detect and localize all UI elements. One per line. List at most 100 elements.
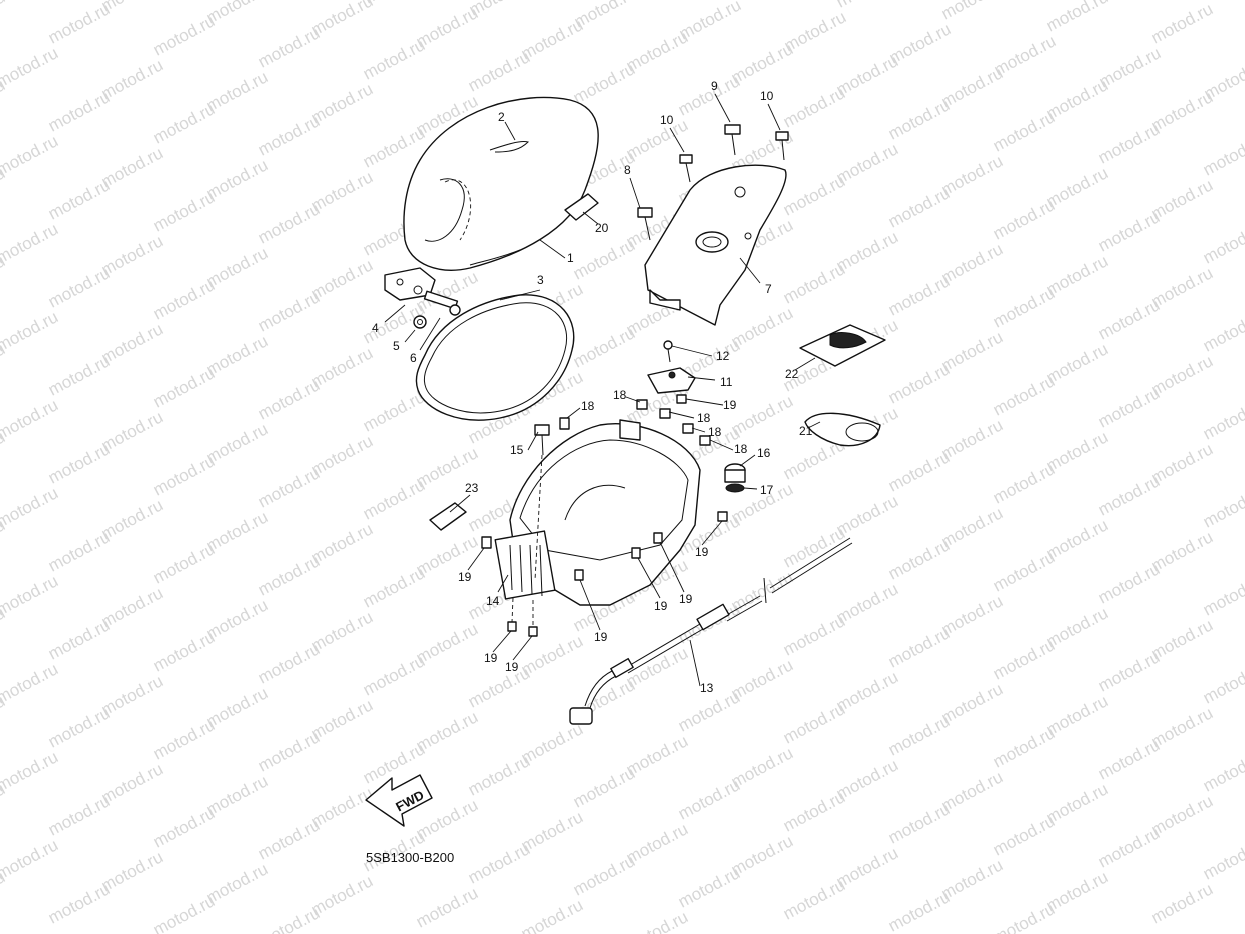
watermark-text: motod.ru [1148, 0, 1216, 48]
callout-23: 23 [465, 481, 479, 495]
watermark-text: motod.ru [675, 71, 743, 119]
watermark-text: motod.ru [0, 0, 8, 36]
watermark-text: motod.ru [45, 439, 113, 487]
watermark-text: motod.ru [1200, 307, 1245, 355]
seat-lock-cable [569, 537, 853, 725]
watermark-text: motod.ru [150, 451, 218, 499]
watermark-text: motod.ru [255, 727, 323, 775]
callout-3: 3 [537, 273, 544, 287]
watermark-text: motod.ru [990, 635, 1058, 683]
watermark-text: motod.ru [1095, 471, 1163, 519]
watermark-text: motod.ru [1200, 835, 1245, 883]
watermark-text: motod.ru [1095, 735, 1163, 783]
watermark-text: motod.ru [150, 275, 218, 323]
watermark-text: motod.ru [45, 791, 113, 839]
rubber-cover [804, 412, 881, 447]
watermark-text: motod.ru [1095, 295, 1163, 343]
bolt-15 [534, 424, 550, 456]
seal-ring [415, 294, 575, 421]
callout-9: 9 [711, 79, 718, 93]
label-20 [564, 193, 599, 221]
nut [413, 315, 427, 329]
watermark-text: motod.ru [360, 651, 428, 699]
watermark-text: motod.ru [1095, 823, 1163, 871]
caution-label [799, 324, 886, 367]
watermark-text: motod.ru [0, 0, 61, 4]
watermark-text: motod.ru [885, 183, 953, 231]
watermark-text: motod.ru [150, 99, 218, 147]
watermark-text: motod.ru [1200, 131, 1245, 179]
watermark-text: motod.ru [780, 875, 848, 923]
watermark-text: motod.ru [0, 571, 61, 619]
watermark-text: motod.ru [885, 711, 953, 759]
watermark-text: motod.ru [255, 551, 323, 599]
watermark-text: motod.ru [0, 835, 61, 883]
watermark-text: motod.ru [780, 259, 848, 307]
watermark-text: motod.ru [990, 811, 1058, 859]
storage-box [494, 419, 701, 606]
collar-16 [724, 463, 746, 483]
watermark-text: motod.ru [1200, 571, 1245, 619]
callout-20: 20 [595, 221, 609, 235]
watermark-text: motod.ru [150, 363, 218, 411]
callout-5: 5 [393, 339, 400, 353]
callout-10b: 10 [760, 89, 774, 103]
watermark-text: motod.ru [780, 611, 848, 659]
bolt-9 [724, 124, 741, 156]
callout-21: 21 [799, 424, 813, 438]
callout-19d: 19 [654, 599, 668, 613]
callout-7: 7 [765, 282, 772, 296]
watermark-text: motod.ru [150, 803, 218, 851]
callout-6: 6 [410, 351, 417, 365]
watermark-text: motod.ru [570, 851, 638, 899]
callout-18a: 18 [581, 399, 595, 413]
watermark-text: motod.ru [255, 375, 323, 423]
watermark-text: motod.ru [360, 563, 428, 611]
watermark-text: motod.ru [885, 623, 953, 671]
watermark-text: motod.ru [465, 47, 533, 95]
callout-19b: 19 [695, 545, 709, 559]
watermark-text: motod.ru [1095, 207, 1163, 255]
callout-19h: 19 [505, 660, 519, 674]
seat-lock [647, 367, 696, 394]
grommet-17 [725, 483, 745, 493]
callout-19g: 19 [484, 651, 498, 665]
callout-2: 2 [498, 110, 505, 124]
callout-22: 22 [785, 367, 799, 381]
watermark-text: motod.ru [990, 371, 1058, 419]
watermark-text: motod.ru [570, 323, 638, 371]
watermark-text: motod.ru [1200, 219, 1245, 267]
watermark-text: motod.ru [45, 263, 113, 311]
callout-13: 13 [700, 681, 714, 695]
watermark-text: motod.ru [675, 863, 743, 911]
watermark-text: motod.ru [990, 723, 1058, 771]
watermark-text: motod.ru [255, 815, 323, 863]
watermark-text: motod.ru [1148, 879, 1216, 927]
watermark-text: motod.ru [255, 463, 323, 511]
callout-1: 1 [567, 251, 574, 265]
watermark-text: motod.ru [45, 879, 113, 927]
watermark-text: motod.ru [1200, 395, 1245, 443]
callout-4: 4 [372, 321, 379, 335]
watermark-text: motod.ru [45, 87, 113, 135]
callout-17: 17 [760, 483, 774, 497]
watermark-text: motod.ru [780, 83, 848, 131]
watermark-text: motod.ru [885, 95, 953, 143]
watermark-text: motod.ru [780, 171, 848, 219]
watermark-text: motod.ru [780, 699, 848, 747]
watermark-text: motod.ru [570, 763, 638, 811]
callout-19c: 19 [458, 570, 472, 584]
watermark-text: motod.ru [1200, 747, 1245, 795]
watermark-text: motod.ru [1200, 483, 1245, 531]
watermark-text: motod.ru [990, 459, 1058, 507]
diagram-code: 5SB1300-B200 [366, 850, 454, 865]
watermark-text: motod.ru [990, 283, 1058, 331]
watermark-text: motod.ru [150, 539, 218, 587]
pin-bolt [423, 290, 461, 316]
watermark-text: motod.ru [45, 703, 113, 751]
watermark-text: motod.ru [45, 0, 113, 48]
watermark-text: motod.ru [675, 775, 743, 823]
watermark-text: motod.ru [360, 475, 428, 523]
bolt-10a [679, 154, 693, 183]
